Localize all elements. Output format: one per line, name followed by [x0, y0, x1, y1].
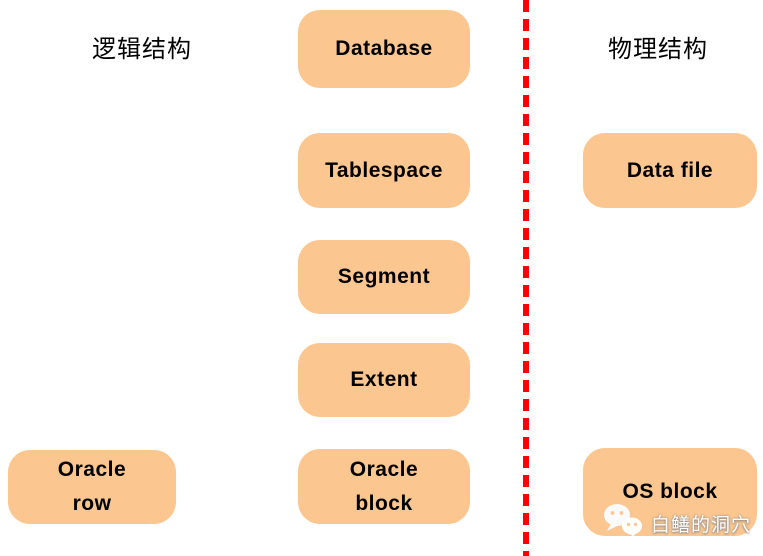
watermark: 白鳝的洞穴 — [602, 503, 751, 546]
node-oracle-row: Oracle row — [8, 450, 176, 524]
node-segment-label: Segment — [337, 265, 431, 289]
physical-structure-label: 物理结构 — [608, 37, 708, 63]
node-oracle-row-label-line1: Oracle — [57, 458, 127, 482]
logical-physical-divider-line — [523, 0, 529, 556]
watermark-text: 白鳝的洞穴 — [651, 515, 752, 536]
node-oracle-block-label-line1: Oracle — [349, 457, 419, 481]
logical-structure-label: 逻辑结构 — [92, 37, 192, 63]
node-segment: Segment — [298, 240, 470, 314]
node-database: Database — [298, 10, 470, 88]
node-tablespace: Tablespace — [298, 133, 470, 208]
node-oracle-row-label-line2: row — [72, 492, 112, 515]
node-extent: Extent — [298, 343, 470, 417]
node-os-block-label: OS block — [622, 480, 718, 504]
node-data-file-label: Data file — [626, 158, 714, 182]
node-database-label: Database — [335, 37, 433, 61]
wechat-icon — [602, 503, 646, 546]
node-oracle-block-label-line2: block — [355, 491, 413, 515]
node-extent-label: Extent — [350, 368, 418, 392]
node-data-file: Data file — [583, 133, 757, 208]
node-oracle-block: Oracle block — [298, 449, 470, 524]
node-tablespace-label: Tablespace — [325, 158, 443, 182]
